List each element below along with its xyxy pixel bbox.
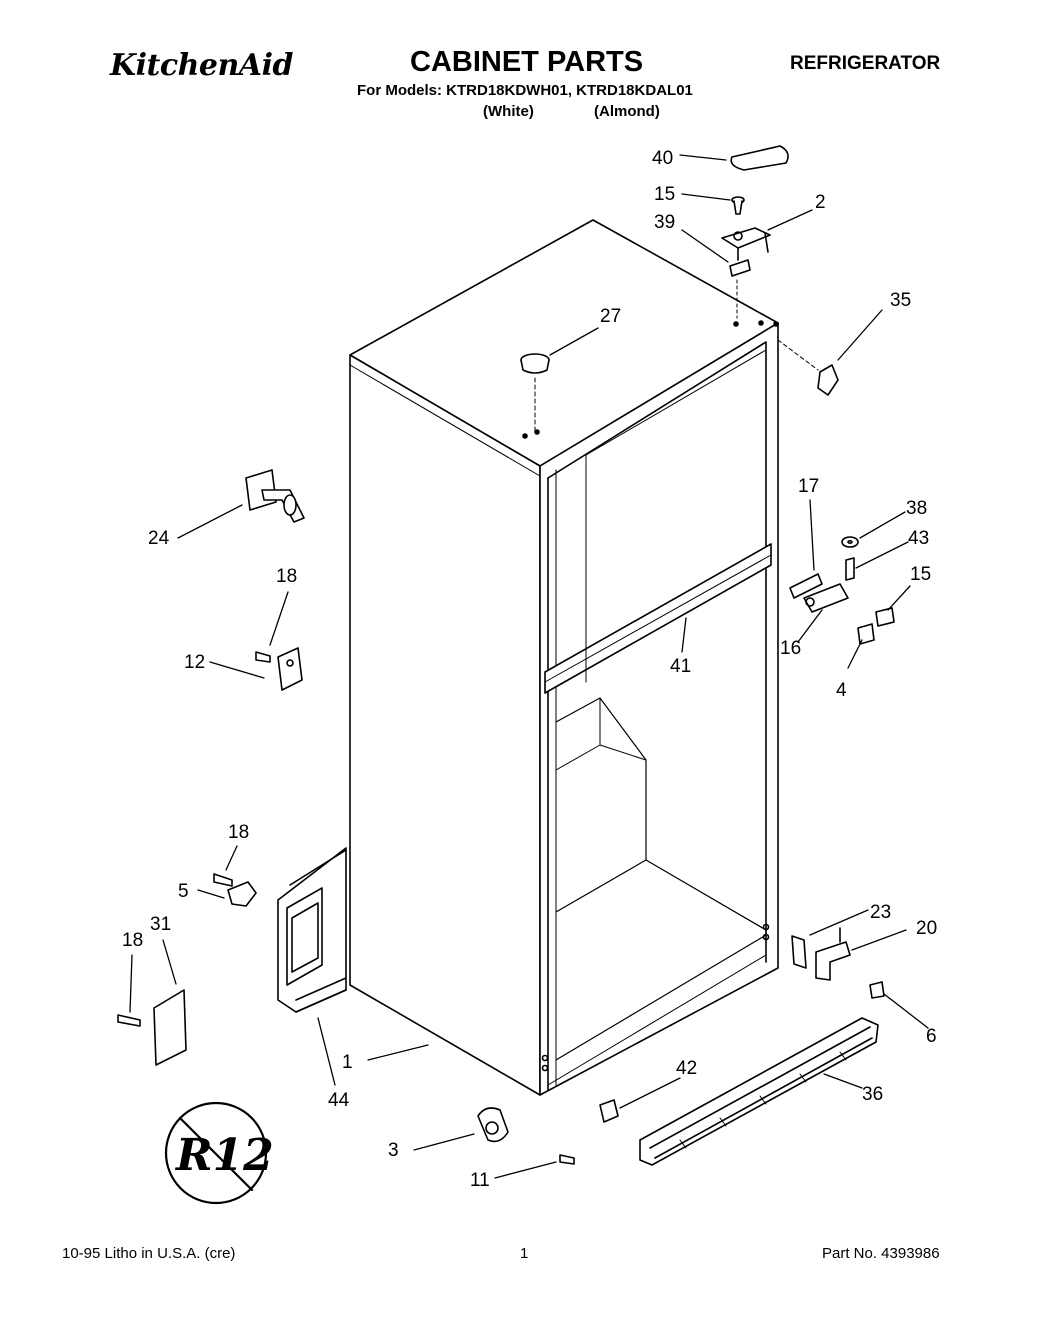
plug-part-27: [520, 353, 550, 431]
callout-16: 16: [780, 638, 801, 659]
callout-38: 38: [906, 498, 927, 519]
callout-12: 12: [184, 652, 205, 673]
clip-part-5: [213, 873, 257, 907]
side-panel-part-44: [277, 847, 347, 1013]
callout-1: 1: [342, 1052, 353, 1073]
r12-badge: [164, 1101, 268, 1205]
brand-logo: KitchenAid: [110, 48, 293, 83]
footer-page-number: 1: [520, 1245, 529, 1262]
top-hinge-part-2: [721, 227, 771, 261]
callout-18-top: 18: [276, 566, 297, 587]
roller-part-3: [477, 1107, 575, 1165]
leader-arrows: [129, 154, 929, 1179]
screw-part-15-top: [731, 196, 745, 215]
callout-40: 40: [652, 148, 673, 169]
cabinet-shell: [349, 219, 779, 1096]
callout-15: 15: [654, 184, 675, 205]
callout-2: 2: [815, 192, 826, 213]
callout-23: 23: [870, 902, 891, 923]
page-title: CABINET PARTS: [410, 46, 644, 78]
cover-part-31: [117, 989, 187, 1066]
callout-36: 36: [862, 1084, 883, 1105]
washer-part-38: [841, 536, 895, 627]
footer-print-info: 10-95 Litho in U.S.A. (cre): [62, 1245, 236, 1262]
callout-6: 6: [926, 1026, 937, 1047]
callout-41: 41: [670, 656, 691, 677]
callout-44: 44: [328, 1090, 350, 1111]
clip-part-42: [599, 1099, 619, 1123]
callout-42: 42: [676, 1058, 697, 1079]
callout-39: 39: [654, 212, 675, 233]
callout-11: 11: [470, 1170, 490, 1191]
callout-17: 17: [798, 476, 819, 497]
variant-almond: (Almond): [594, 103, 660, 120]
hinge-cover-part-40: [730, 145, 789, 171]
middle-hinge-part-16: [789, 573, 875, 645]
product-category: REFRIGERATOR: [790, 53, 941, 74]
hinge-part-12: [255, 647, 303, 691]
models-line: For Models: KTRD18KDWH01, KTRD18KDAL01: [357, 82, 693, 99]
callout-43: 43: [908, 528, 929, 549]
callout-20: 20: [916, 918, 937, 939]
callout-3: 3: [388, 1140, 399, 1161]
variant-white: (White): [483, 103, 534, 120]
callout-labels: 40 15 2 39 35 27 24 17 38 43 15 18 16 12…: [122, 148, 937, 1191]
callout-18-middle: 18: [228, 822, 249, 843]
shim-part-39: [729, 259, 751, 319]
callout-15-right: 15: [910, 564, 931, 585]
stop-part-35: [777, 339, 839, 396]
callout-4: 4: [836, 680, 847, 701]
callout-31: 31: [150, 914, 171, 935]
callout-18-bottom: 18: [122, 930, 143, 951]
toe-grille-part-36: [639, 1017, 879, 1166]
bottom-hinge-part-20: [791, 927, 885, 999]
r12-badge-text: R12: [174, 1130, 274, 1181]
callout-24: 24: [148, 528, 170, 549]
footer-part-number: Part No. 4393986: [822, 1245, 940, 1262]
bracket-part-24: [245, 469, 305, 523]
callout-35: 35: [890, 290, 911, 311]
callout-27: 27: [600, 306, 621, 327]
callout-5: 5: [178, 881, 189, 902]
